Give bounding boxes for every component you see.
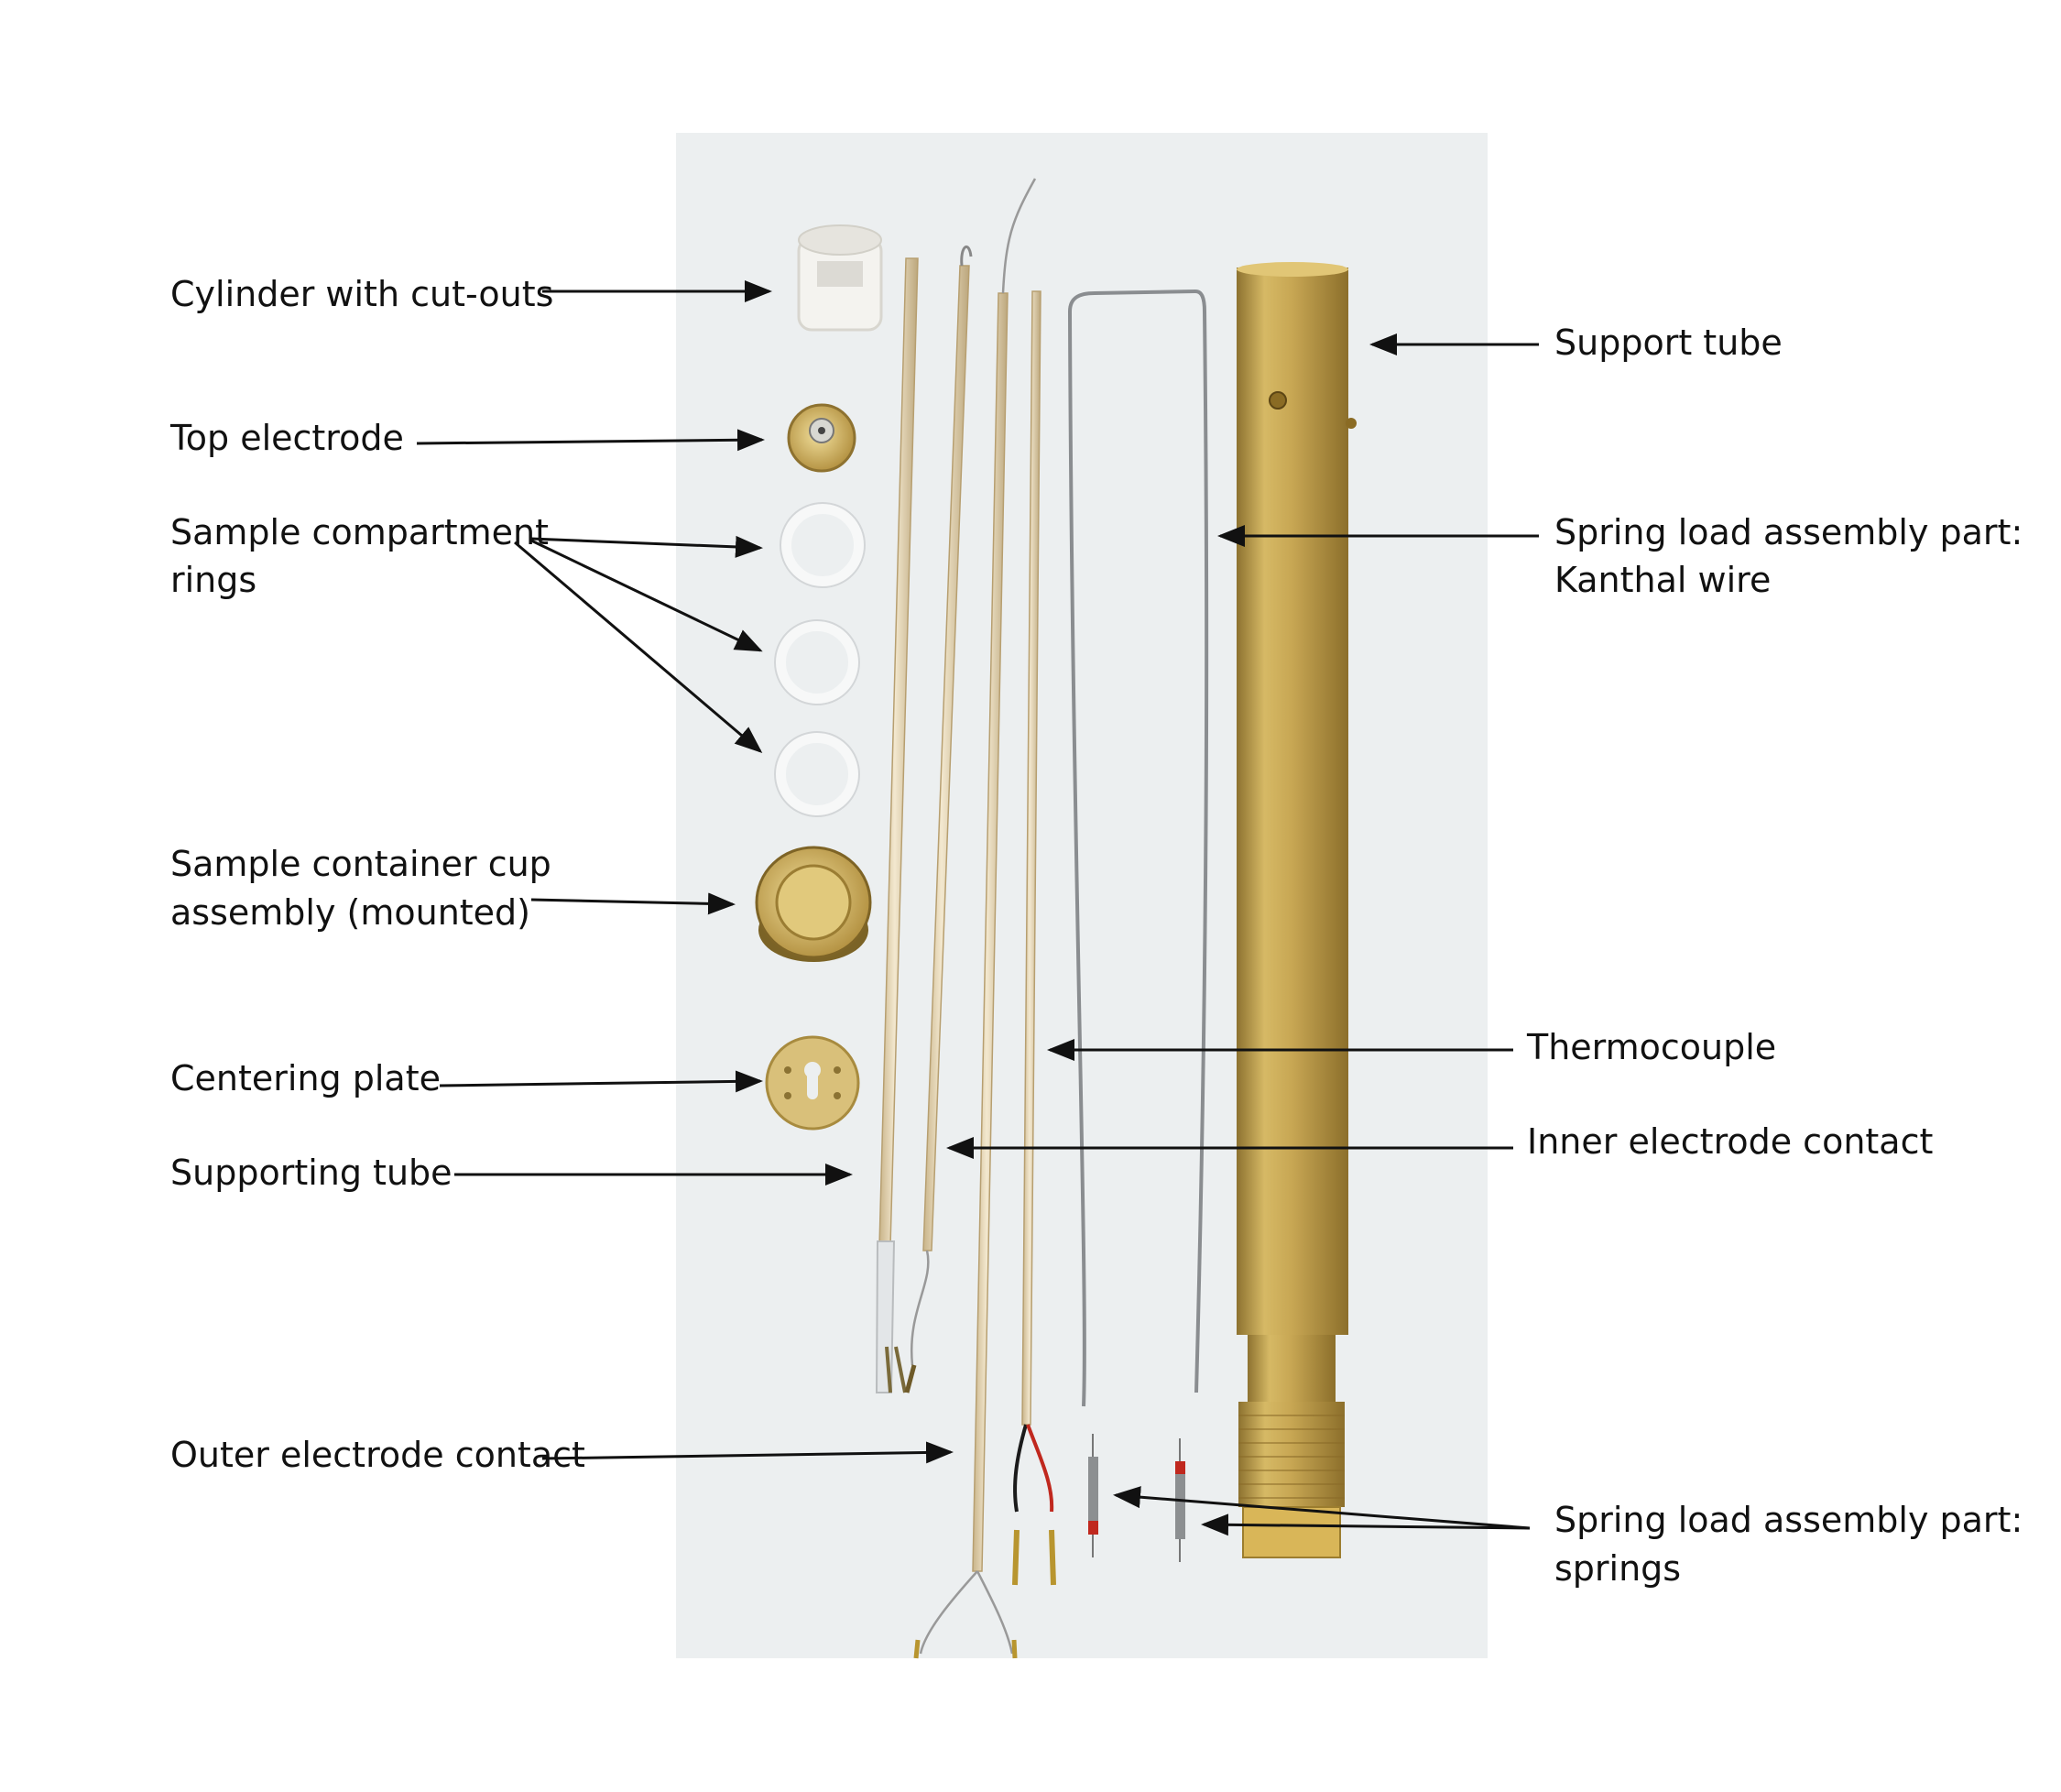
top-electrode-part	[787, 403, 856, 473]
label-top-electrode: Top electrode	[170, 418, 404, 458]
sample-cup-part	[755, 846, 872, 962]
support-tube-part	[1237, 262, 1357, 1558]
label-inner-electrode: Inner electrode contact	[1527, 1121, 1934, 1162]
kanthal-wire	[1067, 289, 1209, 1407]
arrow-spring-1	[1113, 1486, 1531, 1530]
label-springs-line2: springs	[1554, 1548, 1682, 1589]
centering-plate-part	[765, 1035, 860, 1131]
label-rings-line1: Sample compartment	[170, 512, 550, 552]
label-kanthal-line1: Spring load assembly part:	[1554, 512, 2023, 552]
label-cylinder: Cylinder with cut-outs	[170, 274, 554, 314]
label-cup-line2: assembly (mounted)	[170, 892, 531, 933]
label-cup-line1: Sample container cup	[170, 844, 551, 884]
label-supporting-tube: Supporting tube	[170, 1153, 453, 1193]
arrow-cup	[530, 892, 736, 915]
supporting-tube-part	[875, 257, 919, 1393]
compartment-rings	[774, 502, 866, 817]
label-rings-line2: rings	[170, 560, 257, 600]
label-outer-electrode: Outer electrode contact	[170, 1435, 585, 1475]
label-thermocouple: Thermocouple	[1527, 1027, 1777, 1067]
arrow-top-electrode	[416, 429, 765, 452]
cylinder-part	[797, 224, 883, 332]
label-support-tube: Support tube	[1554, 322, 1783, 363]
label-kanthal-line2: Kanthal wire	[1554, 560, 1772, 600]
outer-electrode-rod	[913, 178, 1037, 1659]
label-springs-line1: Spring load assembly part:	[1554, 1500, 2023, 1540]
arrow-ring-3	[514, 541, 763, 753]
callout-arrows	[416, 280, 1539, 1536]
arrow-centering-plate	[439, 1070, 763, 1093]
arrow-ring-1	[530, 535, 763, 558]
arrow-spring-2	[1201, 1513, 1531, 1536]
arrow-outer-electrode	[541, 1441, 954, 1464]
arrow-ring-2	[530, 539, 763, 652]
label-centering-plate: Centering plate	[170, 1058, 441, 1098]
inner-electrode-rod	[904, 245, 973, 1393]
thermocouple-rod	[1012, 290, 1056, 1586]
